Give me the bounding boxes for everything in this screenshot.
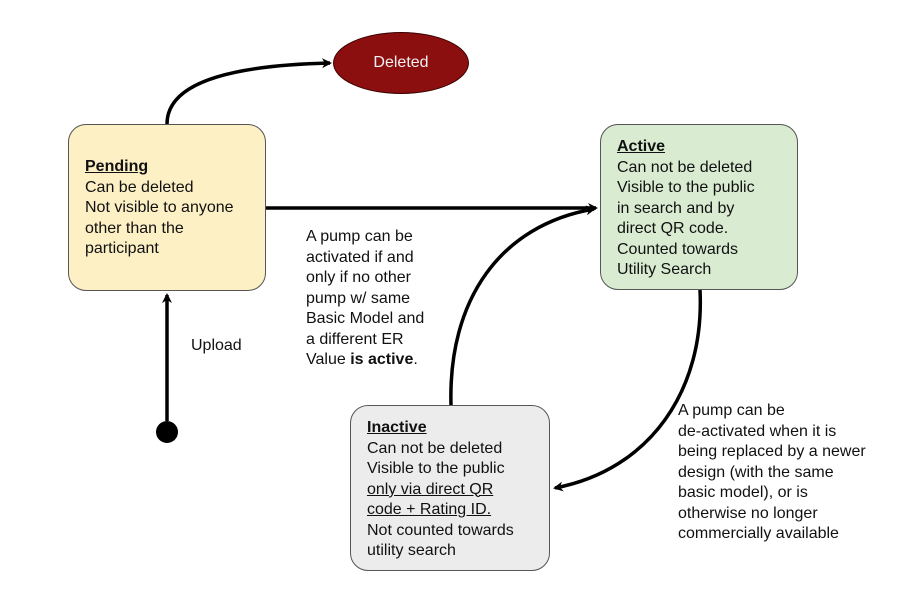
activation-note-line: A pump can be — [306, 228, 413, 245]
pending-state-line: participant — [85, 240, 159, 257]
deactivation-note-line: commercially available — [678, 525, 839, 542]
activation-note-suffix: . — [413, 351, 418, 368]
initial-state-dot — [156, 421, 178, 443]
pending-state-node: Pending Can be deleted Not visible to an… — [68, 124, 266, 291]
activation-rule-note: A pump can be activated if and only if n… — [306, 227, 456, 371]
active-to-inactive-arrow — [553, 289, 703, 492]
deactivation-note-line: A pump can be — [678, 402, 785, 419]
activation-note-line: a different ER — [306, 330, 404, 348]
inactive-state-line: Visible to the public — [367, 460, 505, 477]
deactivation-rule-note: A pump can be de-activated when it is be… — [678, 401, 893, 545]
inactive-state-line: Not counted towards — [367, 521, 514, 539]
inactive-state-line: utility search — [367, 542, 456, 559]
inactive-state-line: only via direct QR — [367, 480, 494, 498]
active-state-line: in search and by — [617, 199, 735, 217]
deleted-state-label: Deleted — [373, 54, 429, 71]
deactivation-note-line: otherwise no longer — [678, 504, 818, 522]
pending-state-line: Not visible to anyone — [85, 199, 234, 216]
activation-note-emphasis: is active — [350, 351, 414, 368]
inactive-state-line: Can not be deleted — [367, 439, 503, 457]
inactive-state-title: Inactive — [367, 419, 427, 436]
active-state-line: Utility Search — [617, 261, 712, 278]
active-state-line: direct QR code. — [617, 220, 729, 237]
pending-to-deleted-arrow — [165, 58, 332, 125]
active-state-line: Counted towards — [617, 240, 738, 258]
activation-note-prefix: Value — [306, 351, 351, 368]
active-state-line: Can not be deleted — [617, 158, 753, 176]
active-state-line: Visible to the public — [617, 179, 755, 196]
deactivation-note-line: de-activated when it is — [678, 422, 837, 440]
activation-note-line: pump w/ same — [306, 289, 411, 307]
inactive-state-line: code + Rating ID. — [367, 501, 492, 518]
pending-state-line: other than the — [85, 219, 184, 237]
active-state-title: Active — [617, 138, 666, 155]
deactivation-note-line: design (with the same — [678, 463, 834, 481]
active-state-node: Active Can not be deleted Visible to the… — [600, 124, 798, 290]
inactive-state-node: Inactive Can not be deleted Visible to t… — [350, 405, 550, 571]
pending-state-line: Can be deleted — [85, 178, 194, 196]
activation-note-last-line: Value is active. — [306, 350, 456, 371]
activation-note-line: activated if and — [306, 248, 414, 266]
deactivation-note-line: being replaced by a newer — [678, 443, 866, 460]
activation-note-line: only if no other — [306, 269, 411, 286]
activation-note-line: Basic Model and — [306, 310, 425, 327]
upload-edge-label: Upload — [191, 337, 242, 354]
deactivation-note-line: basic model), or is — [678, 484, 808, 501]
pending-state-title: Pending — [85, 158, 149, 175]
deleted-state-node: Deleted — [333, 32, 469, 94]
inactive-to-active-arrow — [449, 205, 596, 406]
